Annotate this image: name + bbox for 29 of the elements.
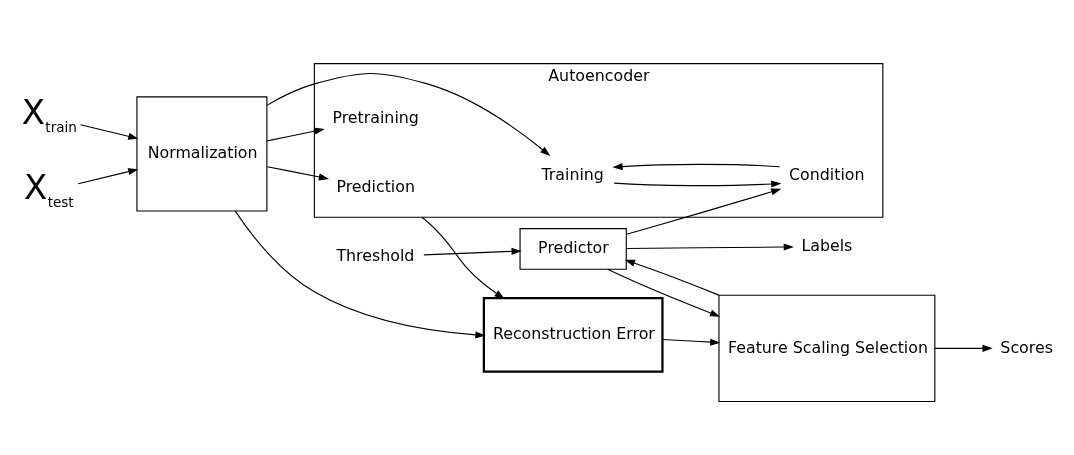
arrow [266, 72, 551, 156]
node-box: Normalization [136, 95, 268, 212]
node-text: X$_{train}$ [21, 92, 77, 135]
arrow [79, 123, 139, 140]
arrow [266, 127, 325, 141]
node-text: Prediction [336, 176, 415, 196]
node-text: Condition [789, 164, 865, 184]
node-text: Scores [1000, 337, 1053, 357]
node-box: Predictor [519, 227, 627, 270]
arrow [625, 242, 794, 251]
node-text: Training [541, 164, 604, 184]
arrow [662, 338, 721, 346]
node-box: Feature Scaling Selection [718, 294, 936, 402]
node-box: Reconstruction Error [482, 296, 664, 373]
node-text: Pretraining [332, 107, 419, 127]
arrow [612, 162, 781, 170]
arrow [77, 167, 139, 184]
node-text: X$_{test}$ [23, 167, 74, 210]
arrow [934, 344, 993, 352]
arrow [234, 210, 486, 338]
arrow [624, 259, 720, 296]
arrow [266, 165, 329, 180]
node-text: Threshold [336, 245, 415, 265]
arrow [613, 179, 782, 188]
node-text: Labels [801, 235, 853, 255]
arrow [421, 216, 505, 299]
arrow [423, 247, 522, 255]
arrow [625, 187, 782, 235]
arrow [607, 268, 721, 317]
